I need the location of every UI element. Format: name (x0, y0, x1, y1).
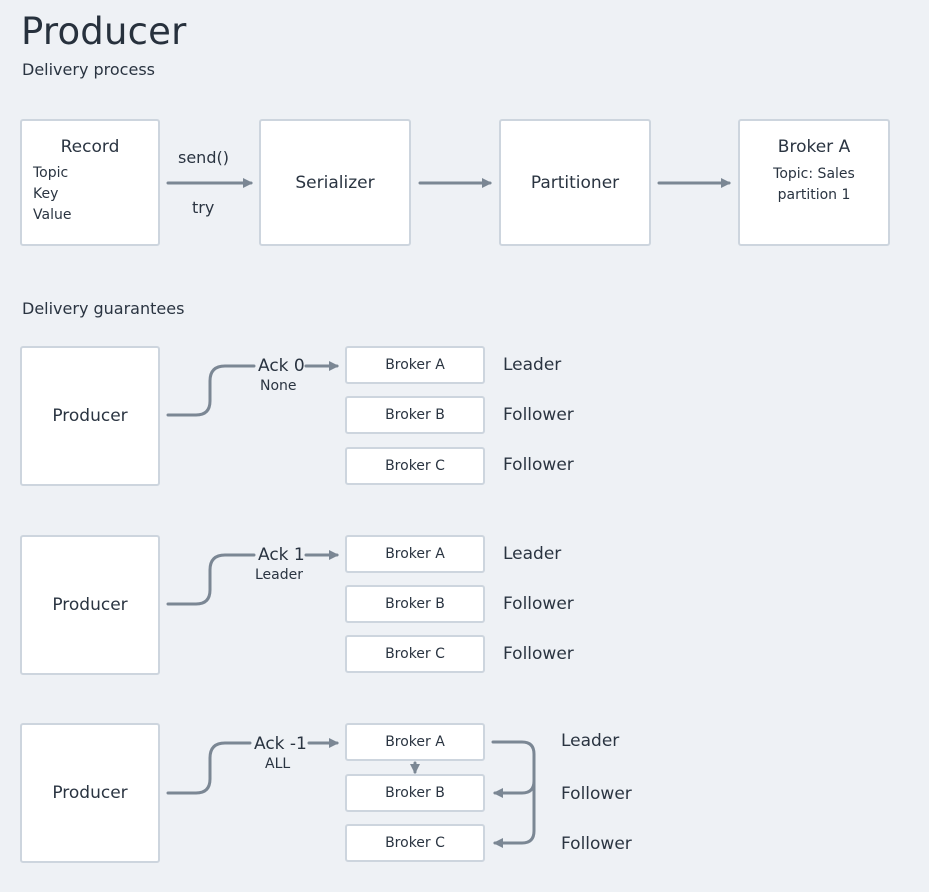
broker-label: Broker C (385, 458, 445, 474)
page-title: Producer (21, 10, 187, 53)
replication-bracket (491, 740, 536, 848)
broker-box: Broker B (345, 585, 485, 623)
broker-box: Broker C (345, 824, 485, 862)
try-label: try (192, 198, 215, 217)
role-label: Follower (561, 784, 632, 804)
producer-box: Producer (20, 346, 160, 486)
serializer-label: Serializer (295, 172, 375, 193)
ack-sub-label: ALL (265, 756, 291, 772)
broker-a-box: Broker A Topic: Sales partition 1 (738, 119, 890, 246)
serializer-box: Serializer (259, 119, 411, 246)
replication-branch (493, 779, 536, 798)
record-field-value: Value (33, 207, 72, 223)
record-field-key: Key (33, 186, 59, 202)
broker-box: Broker C (345, 635, 485, 673)
broker-box: Broker A (345, 346, 485, 384)
ack-sub-label: Leader (255, 567, 304, 583)
broker-box: Broker A (345, 723, 485, 761)
delivery-process-heading: Delivery process (22, 60, 155, 79)
broker-a-topic: Topic: Sales (773, 166, 855, 182)
broker-label: Broker B (385, 596, 445, 612)
producer-to-ack-curve (166, 553, 256, 606)
role-label: Leader (561, 731, 620, 751)
producer-label: Producer (52, 783, 128, 803)
producer-to-ack-curve (166, 364, 256, 417)
producer-label: Producer (52, 406, 128, 426)
partitioner-label: Partitioner (530, 172, 620, 193)
broker-box: Broker C (345, 447, 485, 485)
ack-sub-label: None (260, 378, 297, 394)
broker-label: Broker C (385, 646, 445, 662)
role-label: Follower (561, 834, 632, 854)
broker-label: Broker A (385, 734, 445, 750)
broker-a-partition: partition 1 (777, 187, 851, 203)
record-title: Record (60, 137, 120, 157)
role-label: Follower (503, 594, 574, 614)
partitioner-box: Partitioner (499, 119, 651, 246)
record-field-topic: Topic (33, 165, 69, 181)
role-label: Follower (503, 644, 574, 664)
record-box: Record Topic Key Value (20, 119, 160, 246)
role-label: Leader (503, 355, 562, 375)
role-label: Leader (503, 544, 562, 564)
broker-label: Broker A (385, 546, 445, 562)
broker-label: Broker C (385, 835, 445, 851)
producer-box: Producer (20, 723, 160, 863)
role-label: Follower (503, 455, 574, 475)
producer-box: Producer (20, 535, 160, 675)
broker-box: Broker B (345, 774, 485, 812)
broker-label: Broker A (385, 357, 445, 373)
producer-to-ack-curve (166, 741, 252, 795)
broker-box: Broker B (345, 396, 485, 434)
delivery-guarantees-heading: Delivery guarantees (22, 299, 185, 318)
broker-box: Broker A (345, 535, 485, 573)
producer-label: Producer (52, 595, 128, 615)
ack-label: Ack -1 (254, 734, 307, 754)
ack-label: Ack 1 (258, 545, 305, 565)
ack-label: Ack 0 (258, 356, 305, 376)
broker-a-title: Broker A (777, 137, 851, 157)
broker-label: Broker B (385, 785, 445, 801)
role-label: Follower (503, 405, 574, 425)
send-label: send() (178, 148, 229, 167)
broker-label: Broker B (385, 407, 445, 423)
